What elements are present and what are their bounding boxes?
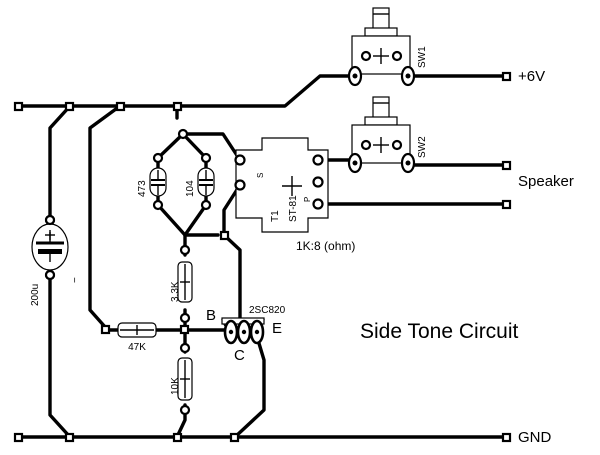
label-st81: ST-81 [288, 195, 299, 222]
label-transistor: 2SC820 [249, 305, 286, 316]
label-cap-104: 104 [185, 180, 196, 197]
pad [179, 404, 191, 416]
pad [179, 324, 190, 335]
label-pin-c: C [234, 347, 245, 364]
label-resistor-10k: 10K [170, 377, 181, 395]
label-ratio: 1K:8 (ohm) [296, 239, 355, 253]
label-p-mark: P [303, 197, 312, 202]
wires [16, 74, 508, 439]
label-speaker: Speaker [518, 173, 574, 190]
pad [179, 342, 191, 354]
switch-sw2: SW2 [347, 96, 428, 174]
pad [172, 432, 183, 443]
label-resistor-47k: 47K [128, 342, 146, 353]
transformer-st81: T1 ST-81 S P 1K:8 (ohm) [234, 137, 355, 253]
label-pin-e: E [272, 320, 282, 337]
pad [64, 101, 75, 112]
label-gnd: GND [518, 429, 552, 446]
pad [152, 152, 164, 164]
label-sw1: SW1 [417, 46, 428, 68]
capacitor-104: 104 [185, 167, 215, 197]
pad [501, 432, 512, 443]
capacitor-473: 473 [137, 167, 167, 197]
pad [13, 432, 24, 443]
switch-sw1: SW1 [347, 7, 428, 87]
label-pin-b: B [206, 307, 216, 324]
resistor-47k: 47K [117, 322, 157, 353]
label-cap-200u: 200u [30, 284, 41, 306]
junction-pads [13, 71, 512, 443]
diagram-title: Side Tone Circuit [360, 320, 519, 343]
pad [200, 152, 212, 164]
pad [172, 101, 183, 112]
electrolytic-capacitor: 200u − [30, 214, 81, 306]
pad [229, 432, 240, 443]
pad [100, 324, 111, 335]
pad [501, 199, 512, 210]
pad [179, 312, 191, 324]
pad [501, 71, 512, 82]
pad [200, 199, 212, 211]
pad [501, 160, 512, 171]
pad [152, 199, 164, 211]
label-vcc: +6V [518, 68, 545, 85]
pad [13, 101, 24, 112]
label-sw2: SW2 [417, 136, 428, 158]
pad [64, 432, 75, 443]
label-s-mark: S [256, 173, 265, 178]
pad [115, 101, 126, 112]
transistor-2sc820: 2SC820 B C E [206, 305, 286, 364]
resistor-10k: 10K [170, 357, 193, 401]
label-t1: T1 [270, 210, 281, 222]
label-cap-minus: − [70, 277, 81, 283]
pad [219, 230, 230, 241]
pad [177, 128, 189, 140]
pad [179, 244, 191, 256]
resistor-3-3k: 3.3K [170, 261, 193, 303]
label-cap-473: 473 [137, 180, 148, 197]
label-resistor-3-3k: 3.3K [170, 281, 181, 302]
